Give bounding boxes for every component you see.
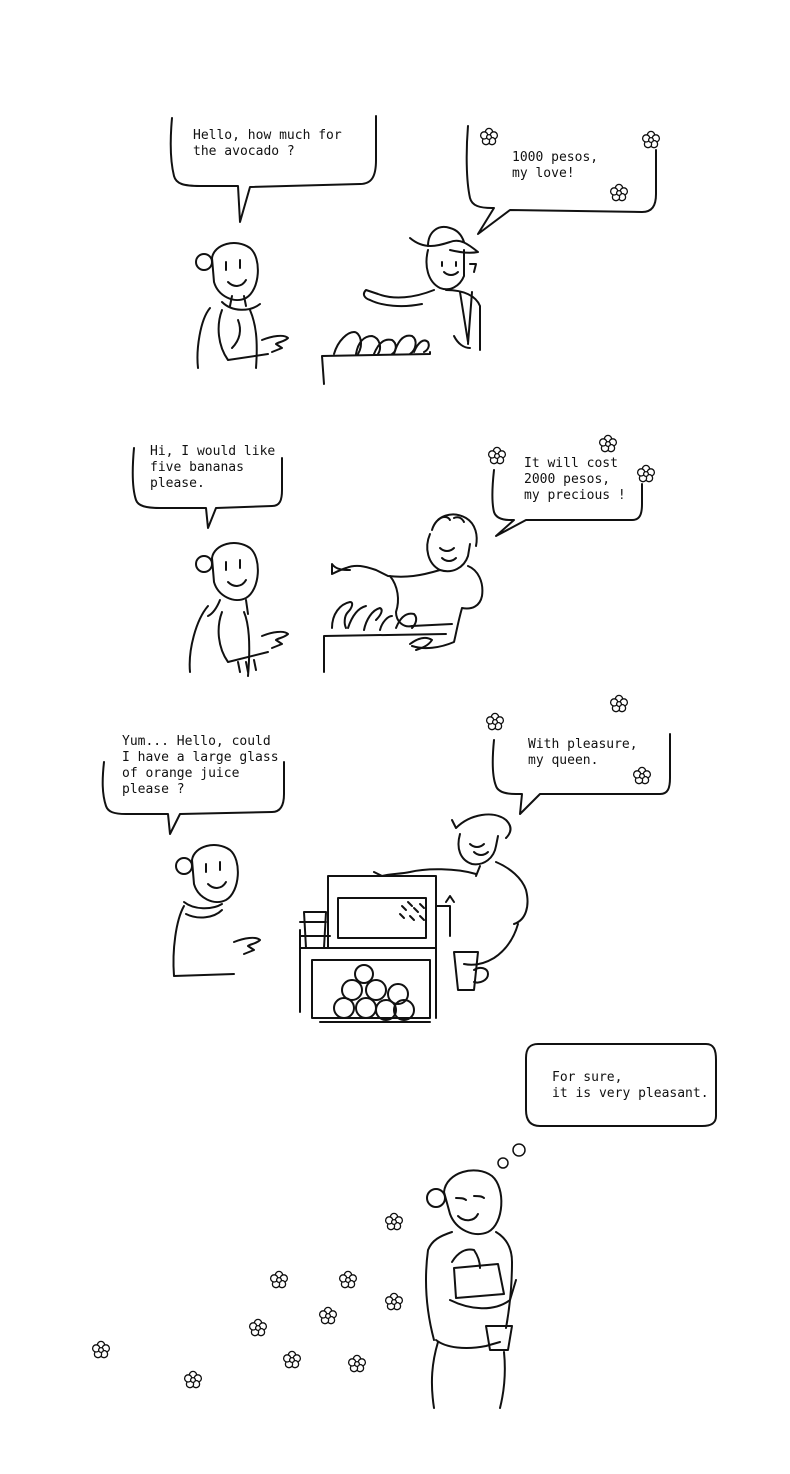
woman-character: [188, 542, 289, 677]
woman-character: [425, 1169, 517, 1409]
flower-icon: [598, 434, 618, 453]
speech-bubble-vendor-3: [491, 733, 671, 815]
flower-icon: [609, 183, 629, 202]
speech-bubble-vendor-2: [491, 469, 643, 537]
flower-icon: [609, 694, 629, 713]
thought-bubble-dot: [497, 1157, 509, 1169]
customer-speech-text: Yum... Hello, could I have a large glass…: [122, 734, 279, 797]
flower-icon: [485, 712, 505, 731]
vendor-character: [331, 513, 484, 650]
flower-icon: [91, 1340, 111, 1359]
customer-speech-text: Hi, I would like five bananas please.: [150, 444, 276, 491]
speech-bubble-customer-1: [169, 115, 377, 223]
thought-bubble: [525, 1043, 717, 1127]
flower-icon: [248, 1318, 268, 1337]
flower-icon: [384, 1292, 404, 1311]
vendor-speech-text: 1000 pesos, my love!: [512, 150, 599, 181]
vendor-character: [373, 813, 529, 966]
thought-bubble-dot: [512, 1143, 526, 1157]
vendor-speech-text: With pleasure, my queen.: [528, 737, 638, 768]
vendor-speech-text: It will cost 2000 pesos, my precious !: [524, 456, 626, 503]
fruit-stand: [321, 331, 431, 385]
flower-icon: [338, 1270, 358, 1289]
flower-icon: [318, 1306, 338, 1325]
flower-icon: [384, 1212, 404, 1231]
flower-icon: [479, 127, 499, 146]
juice-machine: [299, 875, 489, 1023]
flower-icon: [636, 464, 656, 483]
woman-character: [172, 844, 261, 977]
flower-icon: [487, 446, 507, 465]
flower-icon: [347, 1354, 367, 1373]
fruit-stand: [323, 601, 447, 673]
panel-4: [91, 1043, 717, 1409]
flower-icon: [641, 130, 661, 149]
speech-bubble-customer-3: [101, 761, 285, 835]
flower-icon: [632, 766, 652, 785]
flower-icon: [269, 1270, 289, 1289]
thought-text: For sure, it is very pleasant.: [552, 1070, 709, 1101]
panel-3: [101, 694, 671, 1023]
speech-bubble-customer-2: [131, 447, 283, 529]
panel-1: [169, 115, 661, 385]
speech-bubble-vendor-1: [465, 125, 657, 235]
flower-icon: [183, 1370, 203, 1389]
customer-speech-text: Hello, how much for the avocado ?: [193, 128, 342, 159]
flower-icon: [282, 1350, 302, 1369]
vendor-character: [362, 226, 481, 351]
woman-character: [195, 242, 289, 369]
panel-2: [131, 434, 656, 677]
